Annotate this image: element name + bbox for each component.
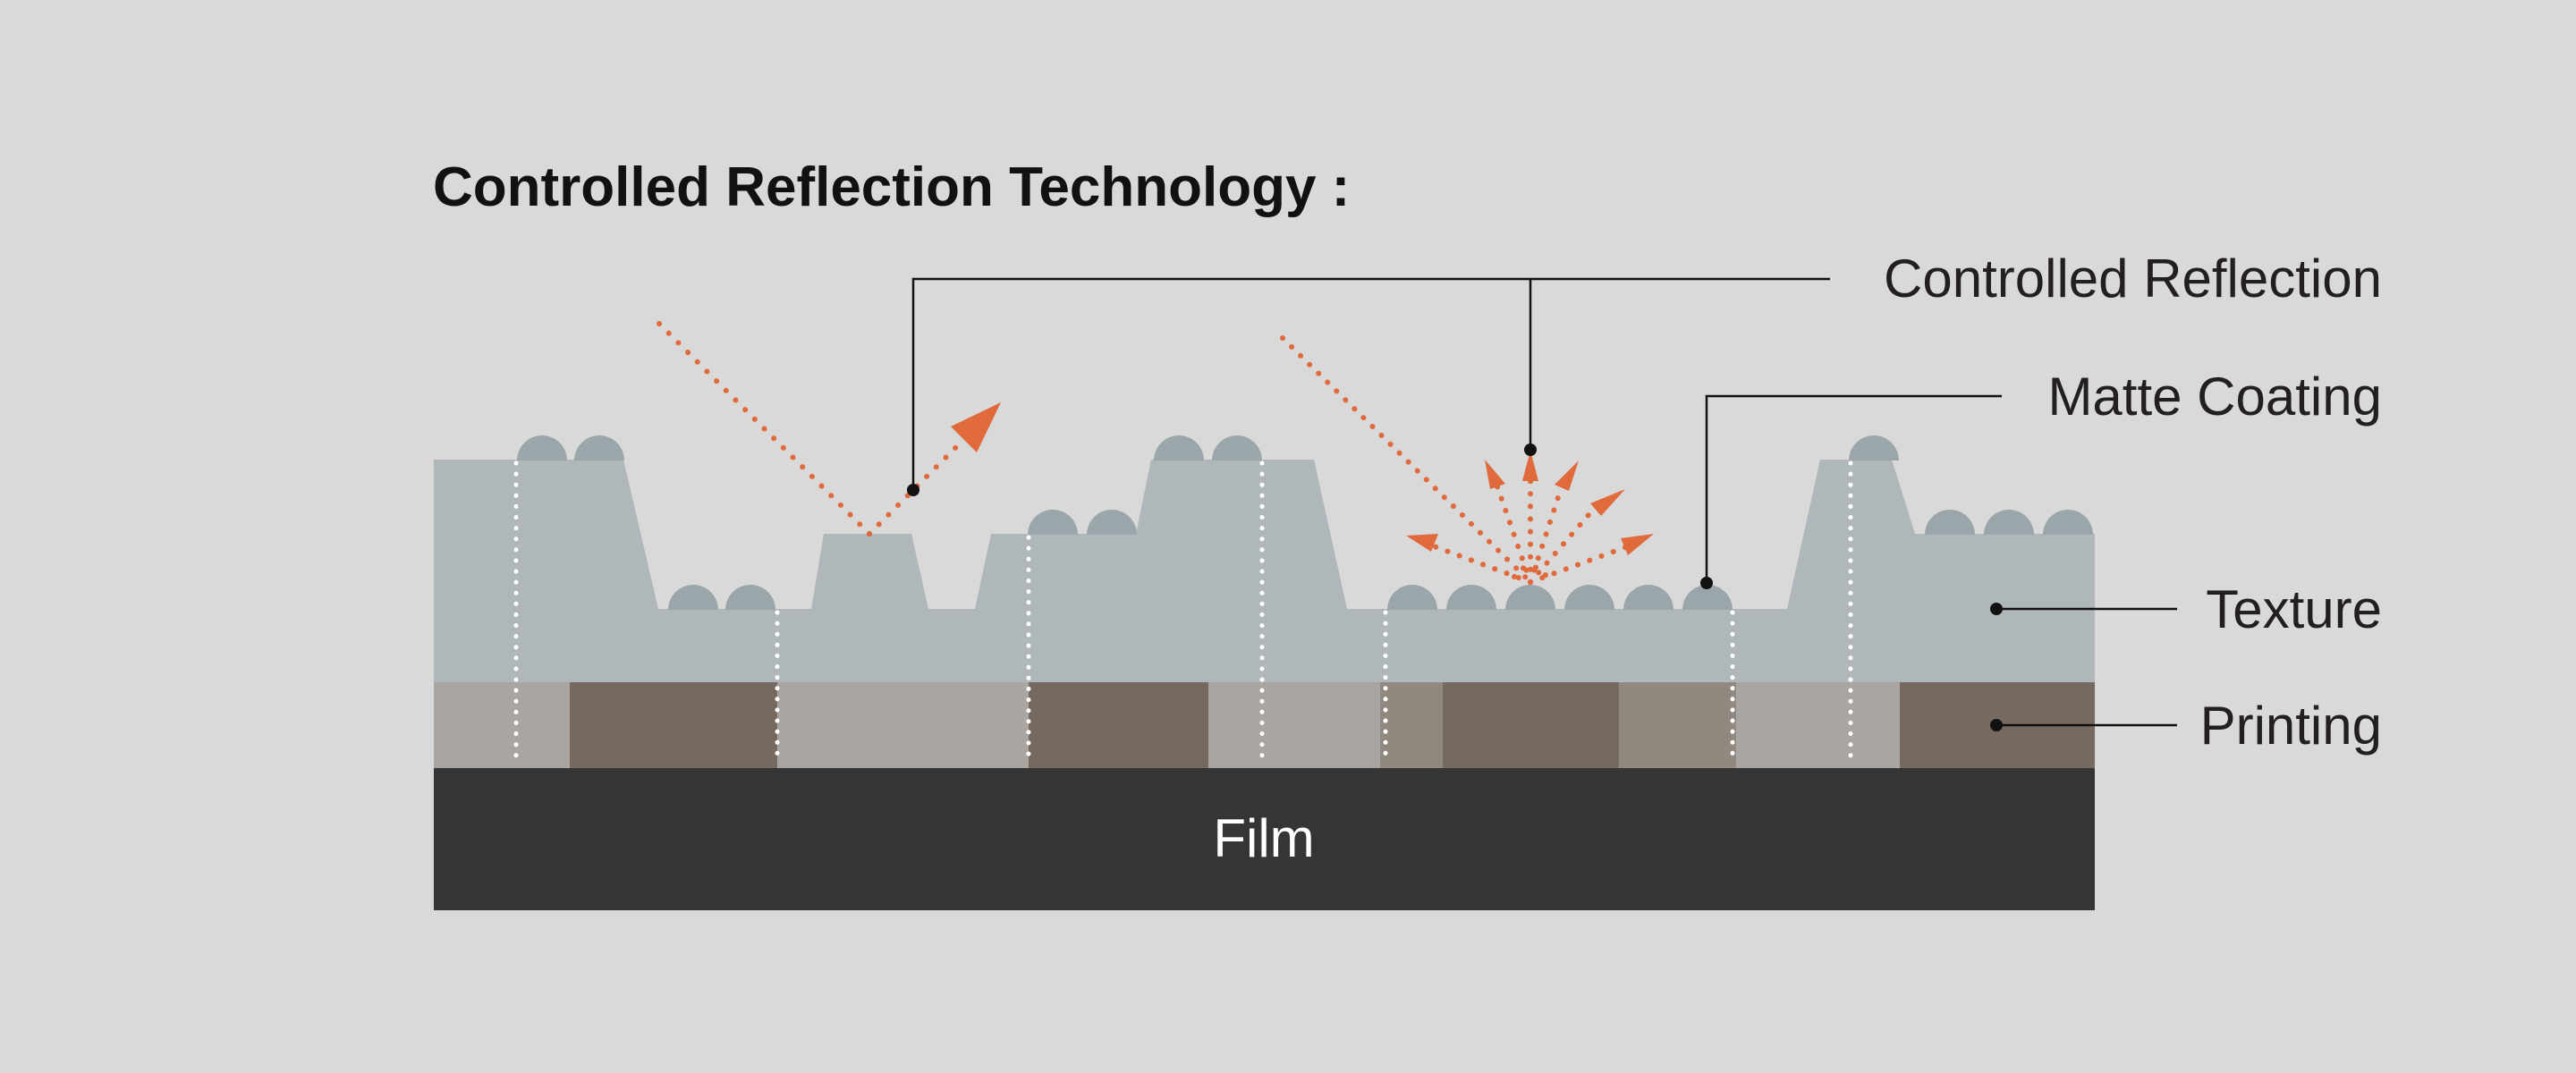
scatter-ray <box>1495 484 1533 585</box>
printing-segment <box>1029 682 1208 768</box>
printing-label: Printing <box>2200 696 2382 756</box>
printing-segment <box>570 682 777 768</box>
scatter-arrowhead <box>1555 460 1579 491</box>
printing-segment <box>1443 682 1619 768</box>
scatter-ray <box>1427 542 1533 585</box>
diagram-title: Controlled Reflection Technology : <box>433 156 1350 218</box>
printing-segment <box>777 682 1029 768</box>
leader-dot <box>1700 577 1713 589</box>
scatter-arrowhead <box>1522 451 1538 481</box>
film-layer <box>434 767 2095 910</box>
leader-lines <box>911 277 2177 727</box>
leader-dot <box>1990 719 2003 731</box>
reflected-ray-arrowhead <box>951 402 1001 452</box>
matte-bump <box>1849 435 1899 460</box>
scatter-arrowhead <box>1406 534 1438 552</box>
matte-bump <box>1925 510 1975 535</box>
printing-segment <box>1380 682 1443 768</box>
matte-bump <box>517 435 567 460</box>
scatter-arrowhead <box>1485 460 1505 489</box>
matte-bump <box>1682 585 1733 610</box>
matte-bump <box>1505 585 1555 610</box>
matte-bump <box>1387 585 1437 610</box>
matte-bump <box>1984 510 2034 535</box>
matte-bump <box>1028 510 1078 535</box>
matte-bump <box>725 585 775 610</box>
printing-segment <box>1736 682 1900 768</box>
reflection-origin-arc <box>1512 563 1549 579</box>
printing-segment <box>434 682 570 768</box>
matte-coating-bumps <box>517 435 2093 610</box>
scatter-arrowheads <box>1406 451 1654 555</box>
incident-ray <box>657 321 872 536</box>
matte-coating-label: Matte Coating <box>2047 367 2382 427</box>
film-label: Film <box>1213 808 1314 868</box>
matte-bump <box>1446 585 1496 610</box>
matte-bump <box>574 435 624 460</box>
printing-segment <box>1208 682 1380 768</box>
controlled-reflection-label: Controlled Reflection <box>1884 249 2382 308</box>
printing-segment <box>1619 682 1736 768</box>
texture-label: Texture <box>2206 579 2382 639</box>
scatter-ray <box>1528 484 1564 585</box>
printing-layer <box>434 682 2095 768</box>
leader-dot <box>1524 444 1537 456</box>
scatter-arrowhead <box>1590 489 1625 516</box>
scatter-ray <box>1528 506 1597 585</box>
leader-dot <box>907 484 919 496</box>
matte-bump <box>1623 585 1674 610</box>
specular-reflection-rays <box>657 321 964 536</box>
scatter-arrowhead <box>1621 534 1654 555</box>
matte-bump <box>668 585 718 610</box>
matte-bump <box>2043 510 2093 535</box>
controlled-reflection-leader <box>911 277 1830 490</box>
matte-coating-leader <box>1705 394 2002 583</box>
leader-dots <box>907 444 2003 731</box>
matte-bump <box>1212 435 1262 460</box>
incident-ray <box>1280 335 1533 585</box>
matte-bump <box>1154 435 1204 460</box>
diffuse-reflection-rays <box>1280 335 1631 585</box>
scatter-ray <box>1528 544 1631 585</box>
matte-bump <box>1564 585 1614 610</box>
printing-boundary-lines <box>513 460 1853 765</box>
leader-dot <box>1990 603 2003 615</box>
matte-bump <box>1087 510 1137 535</box>
texture-layer <box>434 460 2095 682</box>
